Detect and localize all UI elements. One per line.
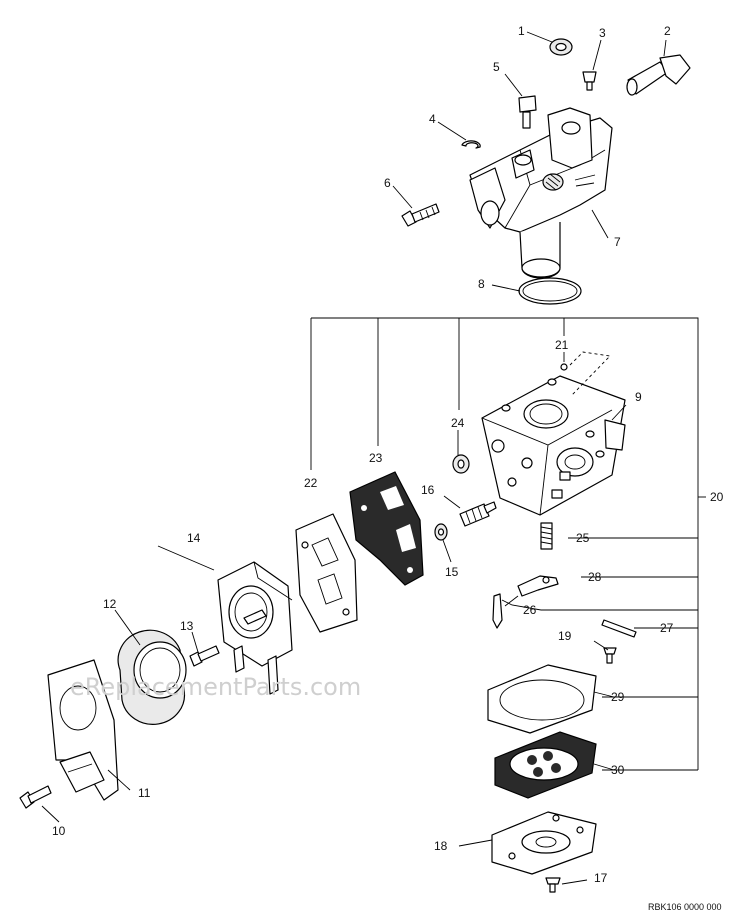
watermark: eReplacementParts.com bbox=[70, 673, 361, 701]
callout-13: 13 bbox=[180, 619, 194, 633]
callout-9: 9 bbox=[635, 390, 642, 404]
callout-14: 14 bbox=[187, 531, 201, 545]
callout-3: 3 bbox=[599, 26, 606, 40]
part-19-screw bbox=[603, 647, 617, 664]
callout-1: 1 bbox=[518, 24, 525, 38]
callout-26: 26 bbox=[523, 603, 537, 617]
part-23-gasket bbox=[349, 471, 424, 586]
callout-15: 15 bbox=[445, 565, 459, 579]
part-27-pin bbox=[601, 619, 637, 638]
callout-6: 6 bbox=[384, 176, 391, 190]
part-2-shaft bbox=[626, 54, 691, 96]
part-3-screw bbox=[582, 71, 597, 91]
callout-25: 25 bbox=[576, 531, 590, 545]
part-8-o-ring bbox=[518, 277, 582, 305]
diagram-reference-code: RBK106 0000 000 bbox=[648, 902, 722, 912]
part-9-carburetor-body bbox=[481, 375, 626, 516]
part-14-pump-cover bbox=[217, 561, 293, 695]
callout-28: 28 bbox=[588, 570, 602, 584]
callout-17: 17 bbox=[594, 871, 608, 885]
callout-21: 21 bbox=[555, 338, 569, 352]
callout-5: 5 bbox=[493, 60, 500, 74]
part-28-lever bbox=[517, 575, 559, 597]
callout-20: 20 bbox=[710, 490, 724, 504]
callout-30: 30 bbox=[611, 763, 625, 777]
part-13-screw bbox=[189, 645, 220, 667]
callout-24: 24 bbox=[451, 416, 465, 430]
callout-16: 16 bbox=[421, 483, 435, 497]
callout-22: 22 bbox=[304, 476, 318, 490]
part-29-gasket bbox=[487, 664, 597, 734]
callout-12: 12 bbox=[103, 597, 117, 611]
callout-18: 18 bbox=[434, 839, 448, 853]
part-4-clip bbox=[461, 140, 481, 149]
callout-7: 7 bbox=[614, 235, 621, 249]
part-1-nut bbox=[549, 38, 573, 56]
part-30-diaphragm bbox=[494, 731, 597, 799]
throttle-body-assembly bbox=[469, 107, 613, 279]
callout-11: 11 bbox=[138, 786, 151, 800]
callout-19: 19 bbox=[558, 629, 572, 643]
callout-labels: 1 2 3 4 5 6 7 8 9 10 11 12 13 14 15 16 1… bbox=[52, 24, 724, 885]
part-21-ball bbox=[560, 363, 568, 371]
leader-lines bbox=[41, 31, 706, 885]
callout-8: 8 bbox=[478, 277, 485, 291]
part-6-screw bbox=[401, 203, 440, 227]
part-25-spring bbox=[540, 522, 553, 550]
callout-4: 4 bbox=[429, 112, 436, 126]
part-11-bracket bbox=[47, 659, 119, 801]
callout-27: 27 bbox=[660, 621, 674, 635]
part-10-screw bbox=[19, 785, 52, 809]
callout-10: 10 bbox=[52, 824, 66, 838]
callout-29: 29 bbox=[611, 690, 625, 704]
part-22-gasket bbox=[295, 513, 358, 633]
callout-2: 2 bbox=[664, 24, 671, 38]
part-12-primer-bulb bbox=[117, 629, 187, 725]
part-18-cover bbox=[491, 811, 597, 875]
callout-23: 23 bbox=[369, 451, 383, 465]
part-16-adjusting-screw bbox=[459, 501, 497, 527]
part-17-screw bbox=[545, 877, 561, 893]
part-26-needle bbox=[492, 593, 503, 629]
part-5-screw bbox=[518, 95, 537, 129]
